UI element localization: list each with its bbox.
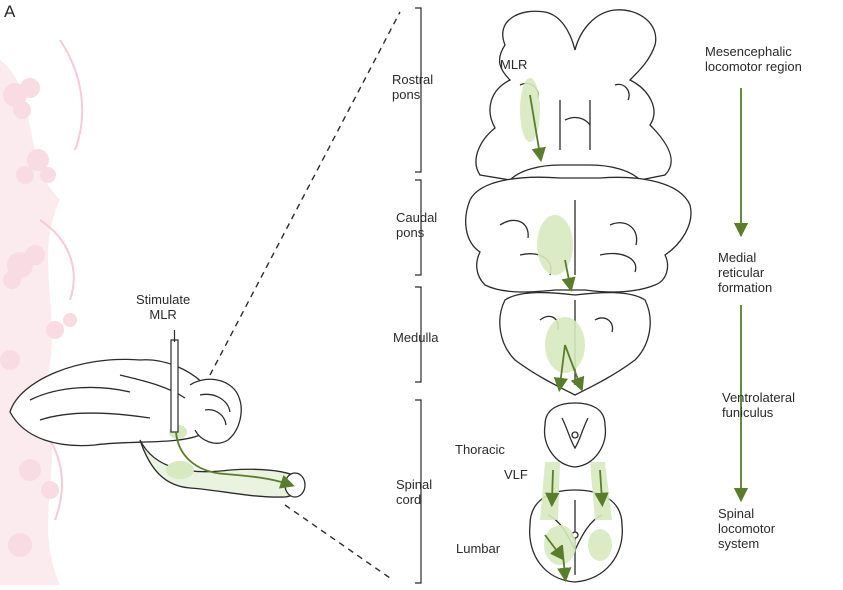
panel-label: A bbox=[4, 4, 15, 19]
caudal-pons-label: Caudal pons bbox=[396, 210, 437, 240]
spinal-cord-label: Spinal cord bbox=[396, 477, 432, 507]
stimulate-mlr-label: Stimulate MLR bbox=[136, 292, 190, 322]
mlr-label: MLR bbox=[500, 57, 527, 72]
vlf-label: VLF bbox=[504, 467, 528, 482]
brainstem-sections bbox=[466, 10, 691, 582]
thoracic-label: Thoracic bbox=[455, 442, 505, 457]
mesencephalic-label: Mesencephalic locomotor region bbox=[705, 44, 802, 74]
rostral-pons-label: Rostral pons bbox=[392, 72, 433, 102]
spinal-locomotor-label: Spinal locomotor system bbox=[718, 506, 775, 551]
brain-sagittal-view bbox=[10, 359, 305, 497]
stimulating-electrode bbox=[171, 330, 178, 432]
reticular-formation-label: Medial reticular formation bbox=[718, 250, 772, 295]
medulla-label: Medulla bbox=[393, 330, 439, 345]
blossom-watermark bbox=[0, 40, 82, 585]
ventrolateral-funiculus-label: Ventrolateral funiculus bbox=[722, 390, 795, 420]
lumbar-label: Lumbar bbox=[456, 541, 500, 556]
